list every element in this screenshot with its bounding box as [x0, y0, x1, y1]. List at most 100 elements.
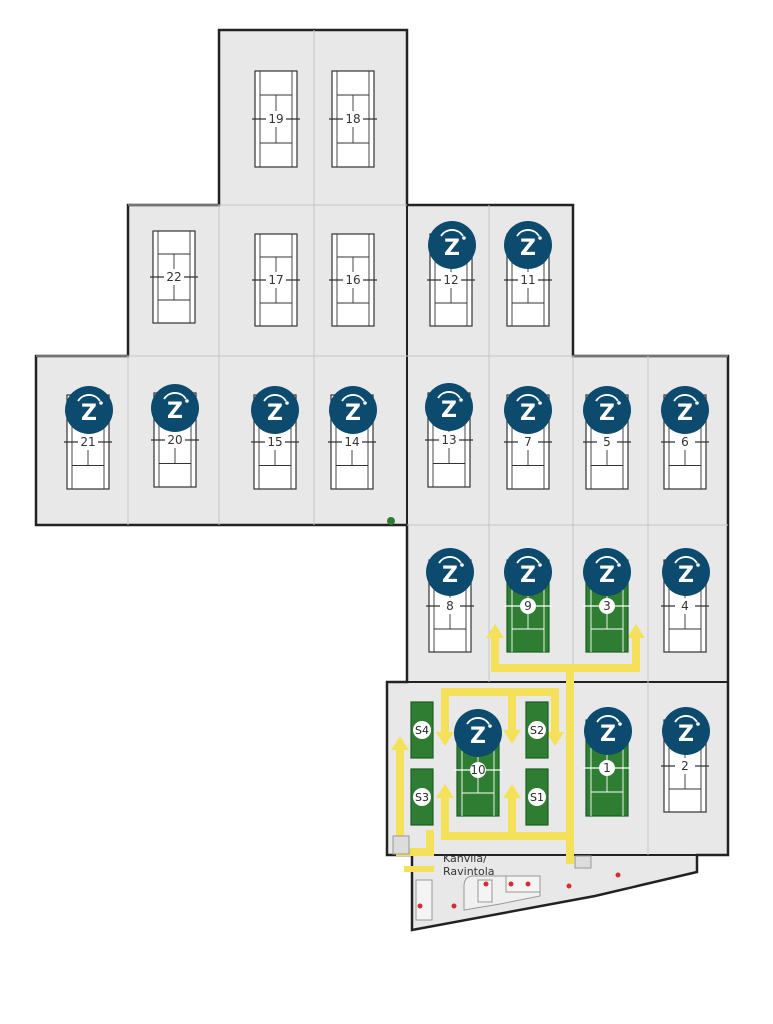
z-booking-icon[interactable]: Z: [151, 384, 199, 432]
court-22[interactable]: 22: [150, 230, 198, 324]
court-15[interactable]: 15Z: [251, 386, 299, 490]
court-12[interactable]: 12Z: [427, 221, 476, 327]
z-booking-icon[interactable]: Z: [504, 548, 552, 596]
court-17[interactable]: 17: [252, 233, 300, 327]
court-s1[interactable]: S1: [525, 768, 549, 826]
court-number-bg: [675, 434, 695, 450]
svg-text:Z: Z: [81, 401, 97, 426]
court-number-bg: [342, 434, 362, 450]
bay-grid: [36, 30, 728, 855]
cafe-label-line2: Ravintola: [443, 865, 495, 878]
z-booking-icon[interactable]: Z: [454, 709, 502, 757]
walkway-mid-horizontal: [441, 688, 559, 696]
z-booking-icon[interactable]: Z: [504, 386, 552, 434]
walkway-mid-left-down: [441, 688, 449, 734]
court-number-bg: [343, 111, 363, 127]
court-number-bg: [597, 434, 617, 450]
walkway-paths: [391, 624, 645, 872]
court-10[interactable]: 10Z: [454, 709, 502, 817]
svg-text:Z: Z: [600, 722, 616, 747]
court-number-bg: [675, 758, 695, 774]
court-number-badge: [520, 598, 536, 614]
z-booking-icon[interactable]: Z: [583, 386, 631, 434]
z-booking-icon[interactable]: Z: [504, 221, 552, 269]
court-number: S4: [415, 724, 429, 737]
court-number-bg: [266, 272, 286, 288]
court-number: 19: [268, 112, 283, 126]
court-number-bg: [518, 434, 538, 450]
walkway-top-horizontal: [491, 664, 640, 672]
z-booking-icon[interactable]: Z: [426, 548, 474, 596]
z-booking-icon[interactable]: Z: [662, 548, 710, 596]
court-8[interactable]: 8Z: [426, 548, 474, 653]
court-14[interactable]: 14Z: [328, 386, 377, 490]
court-number: S1: [530, 791, 544, 804]
court-9[interactable]: 9Z: [504, 548, 552, 653]
z-booking-icon[interactable]: Z: [662, 707, 710, 755]
court-number-bg: [164, 269, 184, 285]
court-5[interactable]: 5Z: [583, 386, 631, 490]
court-number-bg: [265, 434, 285, 450]
court-number-bg: [441, 272, 461, 288]
court-number: 1: [603, 761, 611, 775]
court-2[interactable]: 2Z: [661, 707, 710, 813]
court-number-bg: [165, 432, 185, 448]
court-18[interactable]: 18: [329, 70, 377, 168]
z-booking-icon[interactable]: Z: [428, 221, 476, 269]
arrow-up-bottom-right: [503, 784, 521, 798]
walkway-bottom-horizontal: [441, 832, 574, 840]
court-number: 13: [441, 433, 456, 447]
cafe-marker: [404, 866, 434, 872]
court-11[interactable]: 11 Z: [504, 221, 552, 327]
court-7[interactable]: 7Z: [504, 386, 552, 490]
court-number: S3: [415, 791, 429, 804]
court-20[interactable]: 20Z: [151, 384, 199, 488]
z-booking-icon[interactable]: Z: [583, 548, 631, 596]
walkway-center-short: [508, 696, 516, 732]
z-booking-icon[interactable]: Z: [584, 707, 632, 755]
svg-text:Z: Z: [520, 236, 536, 261]
z-booking-icon[interactable]: Z: [661, 386, 709, 434]
court-number: 2: [681, 759, 689, 773]
svg-text:Z: Z: [599, 563, 615, 588]
court-3[interactable]: 3Z: [583, 548, 631, 653]
court-number: 8: [446, 599, 454, 613]
court-13[interactable]: 13 Z: [425, 383, 473, 488]
interior-walls: [387, 205, 728, 856]
svg-text:Z: Z: [677, 401, 693, 426]
court-number-bg: [439, 432, 459, 448]
court-1[interactable]: 1Z: [583, 707, 632, 817]
court-s2[interactable]: S2: [525, 701, 549, 759]
court-number: 5: [603, 435, 611, 449]
court-number: 4: [681, 599, 689, 613]
court-s3[interactable]: S3: [410, 768, 434, 826]
court-number-bg: [518, 272, 538, 288]
court-21[interactable]: 21 Z: [64, 386, 113, 490]
svg-text:Z: Z: [678, 563, 694, 588]
svg-text:Z: Z: [599, 401, 615, 426]
z-booking-icon[interactable]: Z: [425, 383, 473, 431]
court-number: 6: [681, 435, 689, 449]
court-number-badge: [599, 760, 615, 776]
court-number-badge: [528, 788, 546, 806]
svg-text:Z: Z: [678, 722, 694, 747]
court-number: 9: [524, 599, 532, 613]
court-19[interactable]: 19: [252, 70, 300, 168]
z-booking-icon[interactable]: Z: [251, 386, 299, 434]
court-number: 16: [345, 273, 360, 287]
court-number: 18: [345, 112, 360, 126]
arrow-down-right: [546, 732, 564, 746]
court-4[interactable]: 4Z: [661, 548, 710, 653]
svg-text:Z: Z: [520, 401, 536, 426]
court-6[interactable]: 6Z: [661, 386, 709, 490]
z-booking-icon[interactable]: Z: [65, 386, 113, 434]
court-16[interactable]: 16: [329, 233, 377, 327]
z-booking-icon[interactable]: Z: [329, 386, 377, 434]
court-s4[interactable]: S4: [410, 701, 434, 759]
court-number: 15: [267, 435, 282, 449]
court-number: S2: [530, 724, 544, 737]
court-number: 11: [520, 273, 535, 287]
court-number-badge: [599, 598, 615, 614]
court-number: 21: [80, 435, 95, 449]
